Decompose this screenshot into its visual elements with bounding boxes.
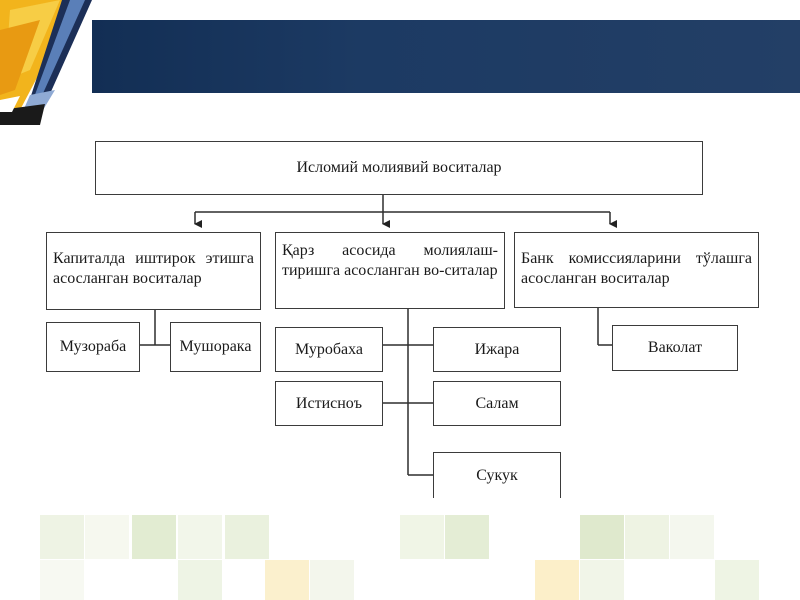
category-equity-box: Капиталда иштирок этишга асосланган воси…	[46, 232, 261, 310]
category-debt-box: Қарз асосида молиялаш-тиришга асосланган…	[275, 232, 505, 309]
node-vakolat: Ваколат	[612, 325, 738, 371]
category-commission-box: Банк комиссияларини тўлашга асосланган в…	[514, 232, 759, 308]
node-sukuk: Сукук	[433, 452, 561, 498]
node-murobaha: Муробаха	[275, 327, 383, 372]
node-salam: Салам	[433, 381, 561, 426]
corner-photo	[0, 0, 92, 125]
node-ijara: Ижара	[433, 327, 561, 372]
decorative-tiles	[0, 510, 800, 600]
node-muzoraba: Музораба	[46, 322, 140, 372]
node-mushoraka: Мушорака	[170, 322, 261, 372]
root-box: Исломий молиявий воситалар	[95, 141, 703, 195]
header-bar	[0, 20, 800, 93]
node-istisno: Истисноъ	[275, 381, 383, 426]
